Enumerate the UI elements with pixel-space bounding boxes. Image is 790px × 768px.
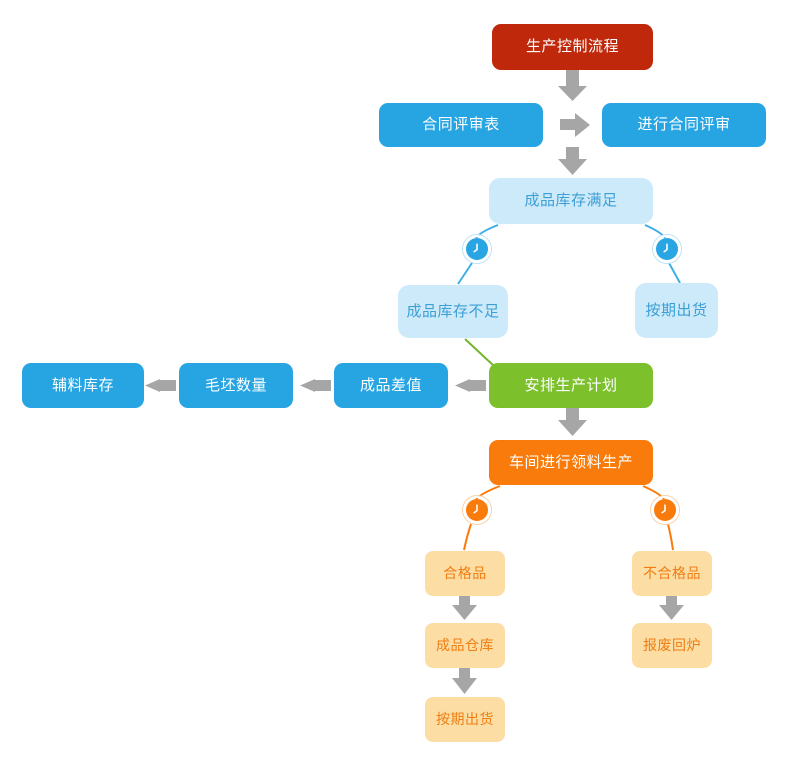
clock-icon (651, 496, 679, 524)
edge-qualified-to-warehouse (452, 596, 477, 620)
node-stock-ok[interactable]: 成品库存满足 (489, 178, 653, 224)
node-ship-on-time-1[interactable]: 按期出货 (635, 283, 718, 338)
node-aux-stock[interactable]: 辅料库存 (22, 363, 144, 408)
edge-workshop-branches (463, 485, 674, 551)
edge-contract-form-to-contract-review (560, 113, 590, 137)
clock-icon (463, 235, 491, 263)
node-warehouse[interactable]: 成品仓库 (425, 623, 505, 668)
node-root[interactable]: 生产控制流程 (492, 24, 653, 70)
node-blank-qty[interactable]: 毛坯数量 (179, 363, 293, 408)
edge-warehouse-to-ship-on-time (452, 668, 477, 694)
clock-icon (463, 496, 491, 524)
edge-stock-short-to-plan-production (464, 338, 495, 367)
node-contract-review[interactable]: 进行合同评审 (602, 103, 766, 147)
clock-icon (653, 235, 681, 263)
node-contract-form[interactable]: 合同评审表 (379, 103, 543, 147)
node-workshop[interactable]: 车间进行领料生产 (489, 440, 653, 485)
edge-stock-ok-branches (457, 224, 681, 285)
node-diff-amount[interactable]: 成品差值 (334, 363, 448, 408)
edge-contract-form-to-stock-ok (558, 147, 587, 175)
node-scrap-remelt[interactable]: 报废回炉 (632, 623, 712, 668)
edge-plan-production-to-workshop (558, 408, 587, 436)
edge-plan-production-to-diff-amount (455, 379, 486, 392)
edge-root-to-contract-form (558, 70, 587, 101)
node-qualified[interactable]: 合格品 (425, 551, 505, 596)
edge-unqualified-to-scrap-remelt (659, 596, 684, 620)
node-ship-on-time-2[interactable]: 按期出货 (425, 697, 505, 742)
edge-blank-qty-to-aux-stock (145, 379, 176, 392)
edge-diff-amount-to-blank-qty (300, 379, 331, 392)
node-plan-production[interactable]: 安排生产计划 (489, 363, 653, 408)
node-unqualified[interactable]: 不合格品 (632, 551, 712, 596)
node-stock-short[interactable]: 成品库存不足 (398, 285, 508, 338)
